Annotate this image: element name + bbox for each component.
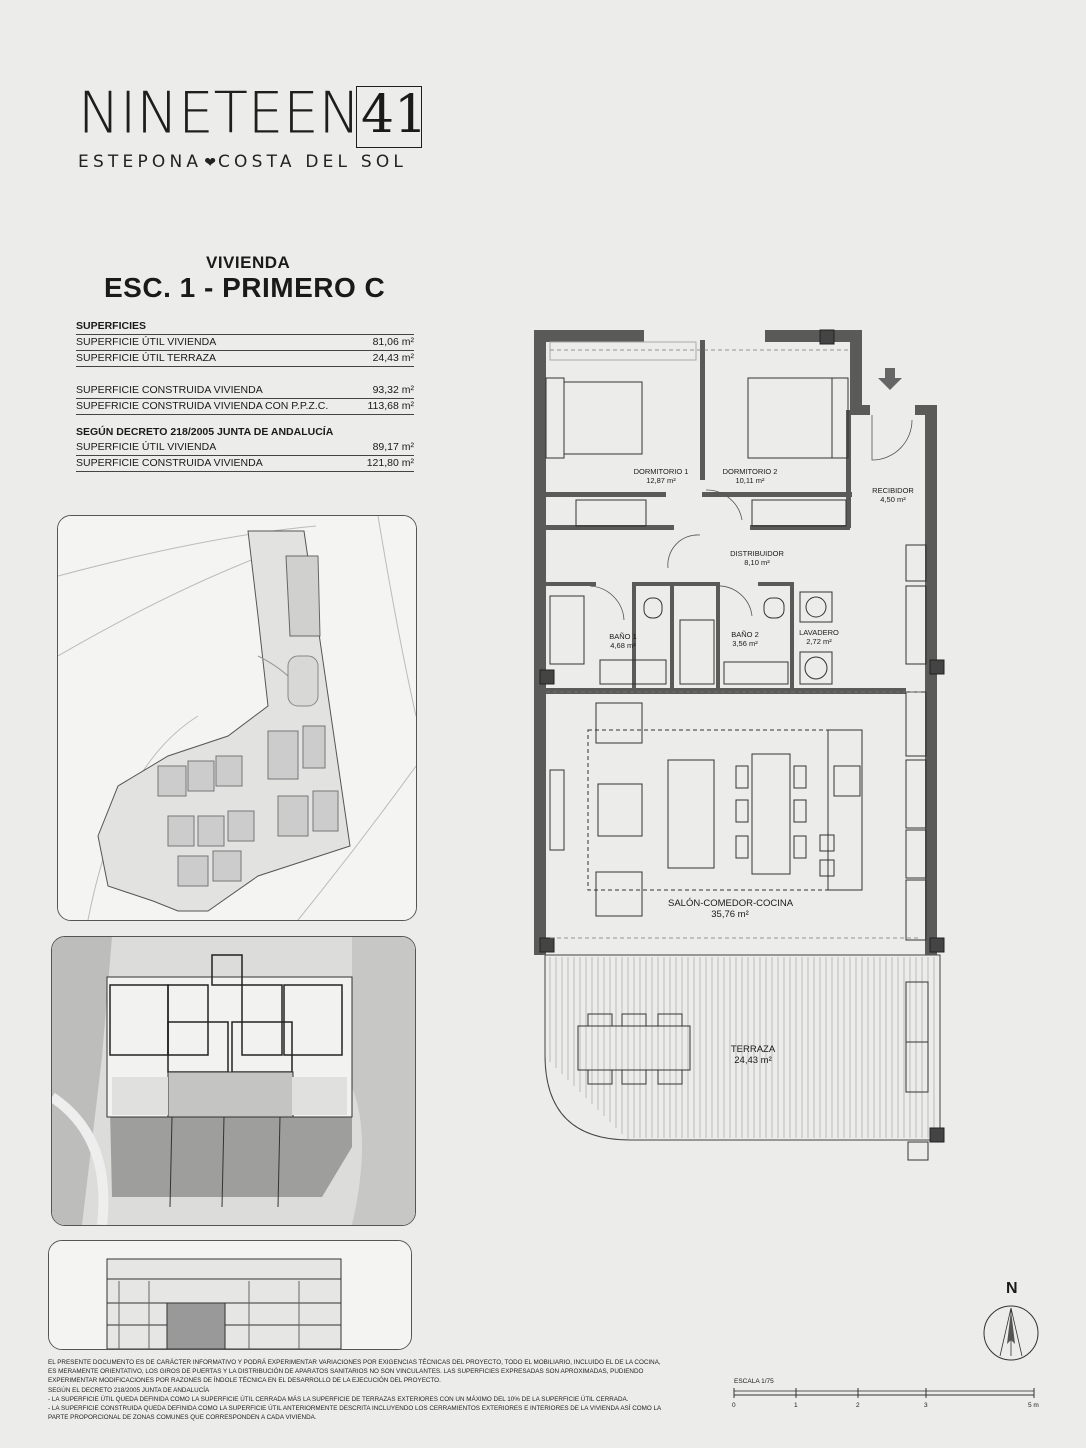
note-line: - LA SUPERFICIE CONSTRUIDA QUEDA DEFINID… [48,1405,662,1413]
floor-plan [534,329,945,1161]
surface-label: SUPERFICIE ÚTIL TERRAZA [76,352,217,364]
room-name: DORMITORIO 1 [633,467,689,476]
entrance-arrow-icon [878,368,902,390]
surface-value: 89,17 m² [372,441,414,453]
building-plan-panel [51,936,416,1226]
logo-subtitle: ESTEPONA❤COSTA DEL SOL [78,152,407,172]
room-name: LAVADERO [799,628,839,637]
site-plan-panel [57,515,417,921]
scale-tick: 5 m [1028,1402,1039,1409]
elevation-drawing [49,1241,411,1349]
surface-label: SUPEFRICIE CONSTRUIDA VIVIENDA CON P.P.Z… [76,400,329,412]
surfaces-header: SUPERFICIES [76,319,414,335]
note-line: EL PRESENTE DOCUMENTO ES DE CARÁCTER INF… [48,1359,661,1366]
logo-wordmark: NINETEEN [78,80,361,147]
surface-label: SUPERFICIE CONSTRUIDA VIVIENDA [76,384,263,396]
surface-row: SUPERFICIE CONSTRUIDA VIVIENDA 93,32 m² [76,383,414,399]
surface-label: SUPERFICIE CONSTRUIDA VIVIENDA [76,457,263,469]
logo-subtitle-right: COSTA DEL SOL [217,152,408,172]
surface-value: 121,80 m² [366,457,414,469]
room-name: RECIBIDOR [872,486,914,495]
surface-row: SUPERFICIE CONSTRUIDA VIVIENDA 121,80 m² [76,456,414,472]
room-name: DISTRIBUIDOR [730,549,784,558]
scale-tick: 2 [856,1402,860,1409]
surface-value: 113,68 m² [367,400,415,412]
building-plan-drawing [52,937,415,1225]
room-name: BAÑO 2 [731,630,759,639]
room-area: 24,43 m² [734,1055,772,1066]
room-area: 4,50 m² [880,495,906,504]
room-area: 4,68 m² [610,641,636,650]
logo-number: 41 [361,85,428,145]
room-name: SALÓN-COMEDOR-COCINA [668,898,794,909]
site-plan-drawing [58,516,416,920]
surface-row: SUPERFICIE ÚTIL VIVIENDA 81,06 m² [76,335,414,351]
surface-label: SUPERFICIE ÚTIL VIVIENDA [76,441,217,453]
compass-icon [983,1305,1039,1361]
room-area: 8,10 m² [744,558,770,567]
surface-value: 93,32 m² [372,384,414,396]
heart-icon: ❤ [204,155,216,171]
room-area: 3,56 m² [732,639,758,648]
surface-row: SUPERFICIE ÚTIL VIVIENDA 89,17 m² [76,440,414,456]
footer-notes: EL PRESENTE DOCUMENTO ES DE CARÁCTER INF… [48,1358,708,1422]
note-line: EXPERIMENTAR MODIFICACIONES POR RAZONES … [48,1377,441,1385]
room-name: BAÑO 1 [609,632,637,641]
surface-value: 24,43 m² [372,352,414,364]
note-line: SEGÚN EL DECRETO 218/2005 JUNTA DE ANDAL… [48,1386,210,1394]
terrace-deck [544,954,941,1141]
scale-tick: 1 [794,1402,798,1409]
note-line: PARTE PROPORCIONAL DE ZONAS COMUNES QUE … [48,1414,317,1422]
note-line: ES MERAMENTE ORIENTATIVO, LOS GIROS DE P… [48,1368,644,1376]
elevation-panel [48,1240,412,1350]
room-area: 12,87 m² [646,476,676,485]
note-line: - LA SUPERFICIE ÚTIL QUEDA DEFINIDA COMO… [48,1395,629,1403]
room-name: DORMITORIO 2 [722,467,778,476]
logo-number-box: 41 [356,86,427,148]
surfaces-table: SUPERFICIES SUPERFICIE ÚTIL VIVIENDA 81,0… [76,319,414,472]
room-area: 10,11 m² [735,476,765,485]
title-big: ESC. 1 - PRIMERO C [104,272,386,303]
logo-subtitle-left: ESTEPONA [78,152,203,172]
walls [534,330,937,955]
room-area: 35,76 m² [711,909,749,920]
title-small: VIVIENDA [206,253,291,272]
room-area: 2,72 m² [806,637,832,646]
scale-tick: 0 [732,1402,736,1409]
decree-header: SEGÚN DECRETO 218/2005 JUNTA DE ANDALUCÍ… [76,426,334,438]
north-label: N [1006,1280,1018,1297]
surface-row: SUPERFICIE ÚTIL TERRAZA 24,43 m² [76,351,414,367]
room-name: TERRAZA [730,1044,776,1055]
scale-tick: 3 [924,1402,928,1409]
surface-value: 81,06 m² [372,336,414,348]
surface-row: SUPEFRICIE CONSTRUIDA VIVIENDA CON P.P.Z… [76,399,414,415]
scale-label: ESCALA 1/75 [734,1378,774,1385]
surface-label: SUPERFICIE ÚTIL VIVIENDA [76,336,217,348]
scale-bar [733,1388,1035,1398]
